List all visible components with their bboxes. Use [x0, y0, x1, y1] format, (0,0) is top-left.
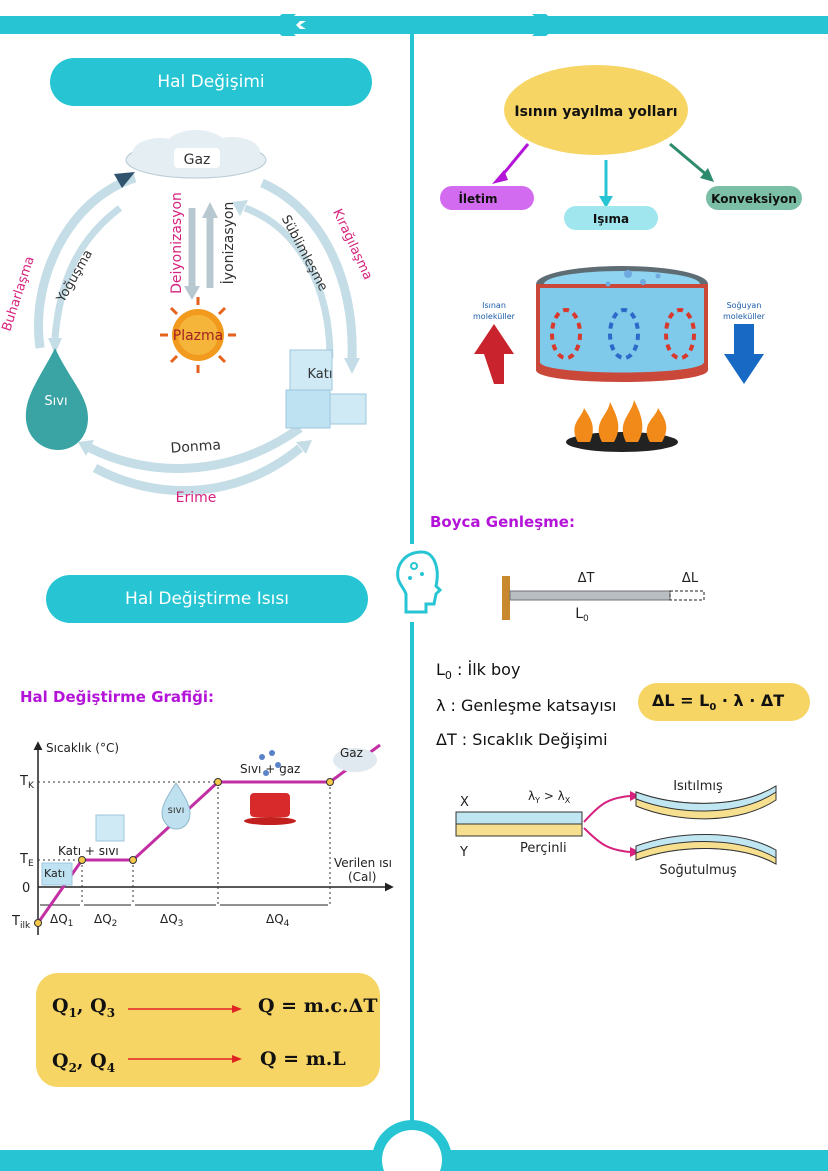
top-chevron-right [532, 14, 558, 36]
svg-text:Erime: Erime [176, 490, 217, 506]
boyca-title: Boyca Genleşme: [430, 513, 575, 531]
svg-text:Gaz: Gaz [184, 152, 211, 168]
legend-dt: ΔT : Sıcaklık Değişimi [436, 730, 608, 749]
svg-text:Sıvı + gaz: Sıvı + gaz [240, 762, 300, 776]
top-band [0, 16, 828, 34]
center-divider [410, 34, 414, 544]
svg-text:Isıtılmış: Isıtılmış [673, 779, 723, 794]
svg-text:λY > λX: λY > λX [528, 789, 571, 805]
svg-text:ΔQ3: ΔQ3 [160, 912, 183, 929]
svg-text:Konveksiyon: Konveksiyon [711, 192, 797, 206]
svg-text:0: 0 [22, 881, 30, 896]
svg-text:moleküller: moleküller [723, 312, 766, 321]
svg-text:Verilen ısı: Verilen ısı [334, 856, 392, 870]
svg-text:TK: TK [19, 774, 35, 791]
svg-text:Sıvı: Sıvı [44, 394, 67, 409]
svg-text:Perçinli: Perçinli [520, 841, 567, 856]
svg-text:Sıcaklık (°C): Sıcaklık (°C) [46, 741, 119, 755]
svg-text:Soğuyan: Soğuyan [727, 301, 762, 310]
iletim-pill [440, 186, 534, 210]
svg-text:Plazma: Plazma [173, 328, 223, 344]
svg-text:ΔQ1: ΔQ1 [50, 912, 73, 929]
heat-formula-box [36, 973, 380, 1087]
svg-text:TE: TE [19, 852, 34, 869]
heating-curve [36, 743, 381, 924]
svg-text:Katı: Katı [44, 867, 65, 880]
state-change-cycle: Gaz Plazma Sıvı Katı Buharlaşma Yoğuşma … [0, 130, 375, 506]
svg-text:İyonizasyon: İyonizasyon [219, 202, 237, 285]
svg-text:ΔQ4: ΔQ4 [266, 912, 290, 929]
svg-text:Gaz: Gaz [340, 746, 363, 760]
hal-degistirme-title: Hal Değiştirme Isısı [46, 575, 368, 623]
rod-expansion: ΔT ΔL L0 [502, 571, 705, 624]
svg-text:Soğutulmuş: Soğutulmuş [659, 863, 737, 878]
svg-text:Katı: Katı [308, 367, 333, 382]
gaz-cloud [125, 130, 267, 179]
svg-text:Donma: Donma [170, 437, 221, 456]
svg-text:ΔT: ΔT [578, 571, 595, 586]
svg-text:İletim: İletim [458, 191, 497, 206]
formula-row2-right: Q = m.L [260, 1048, 346, 1070]
isima-pill [564, 206, 658, 230]
svg-text:ΔL: ΔL [682, 571, 699, 586]
svg-text:Tilk: Tilk [11, 914, 31, 931]
svg-text:Isının yayılma yolları: Isının yayılma yolları [514, 104, 677, 120]
heat-transfer-diagram: Isının yayılma yolları İletim Işıma Konv… [440, 65, 802, 230]
convection-pot: Isınan moleküller Soğuyan moleküller [473, 266, 766, 452]
hal-degisimi-title: Hal Değişimi [50, 58, 372, 106]
svg-text:ΔQ2: ΔQ2 [94, 912, 117, 929]
svg-text:Işıma: Işıma [593, 212, 629, 226]
svg-text:Süblimleşme: Süblimleşme [278, 213, 331, 294]
svg-text:Buharlaşma: Buharlaşma [0, 255, 38, 334]
head-icon [396, 550, 443, 614]
expansion-formula-box [638, 683, 810, 721]
plazma-sun [160, 297, 236, 373]
svg-text:X: X [460, 795, 469, 810]
formula-row2-left: Q2, Q4 [52, 1050, 116, 1075]
svg-text:Isınan: Isınan [482, 301, 506, 310]
expansion-formula: ΔL = L0 · λ · ΔT [652, 691, 785, 714]
top-chevron-left [270, 14, 296, 36]
bimetal-strip: X Y λY > λX Perçinli Isıtılmış Soğutulmu… [455, 779, 777, 878]
svg-text:Deiyonizasyon: Deiyonizasyon [169, 192, 185, 294]
svg-text:(Cal): (Cal) [348, 870, 376, 884]
svg-text:L0: L0 [575, 606, 589, 624]
phase-graph: Sıcaklık (°C) TK TE 0 Tilk Katı Katı + s… [11, 741, 394, 935]
formula-row1-left: Q1, Q3 [52, 995, 116, 1020]
graph-title: Hal Değiştirme Grafiği: [20, 688, 215, 706]
svg-text:moleküller: moleküller [473, 312, 516, 321]
kati-ice [285, 349, 367, 429]
sivi-drop [25, 348, 88, 450]
formula-arrows [128, 1005, 242, 1063]
svg-text:sıvı: sıvı [168, 805, 185, 816]
legend-l0: L0 : İlk boy [436, 660, 521, 683]
legend-lambda: λ : Genleşme katsayısı [436, 696, 617, 715]
formula-row1-right: Q = m.c.ΔT [258, 995, 378, 1017]
svg-text:Katı + sıvı: Katı + sıvı [58, 844, 119, 858]
konveksiyon-pill [706, 186, 802, 210]
svg-text:Y: Y [459, 845, 468, 860]
yayilma-bubble [504, 65, 688, 155]
